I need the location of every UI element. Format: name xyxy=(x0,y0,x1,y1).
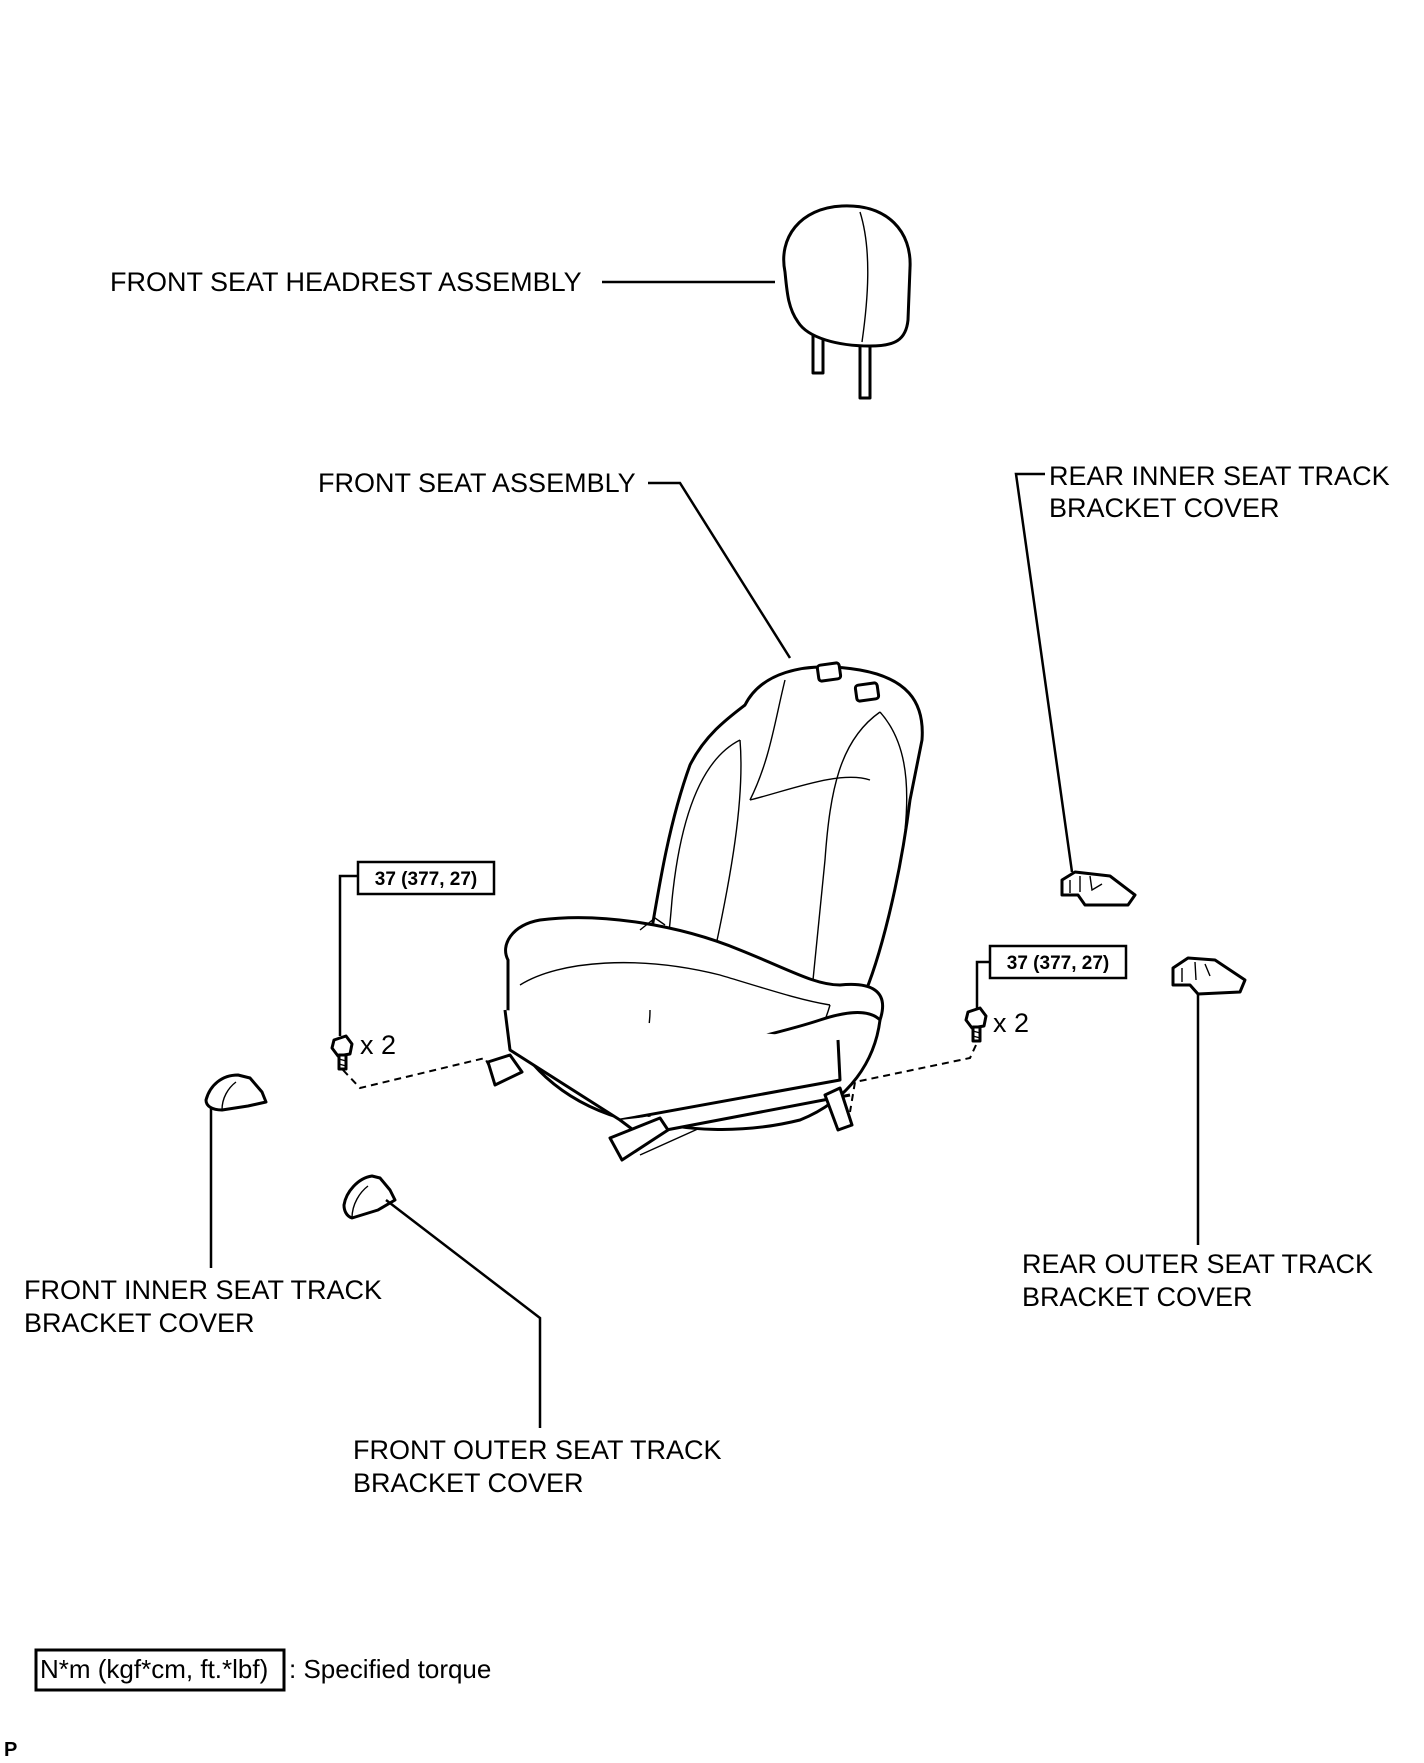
legend-unit-text: N*m (kgf*cm, ft.*lbf) xyxy=(40,1654,268,1684)
seat-label: FRONT SEAT ASSEMBLY xyxy=(318,468,636,498)
front-outer-label-line1: FRONT OUTER SEAT TRACK xyxy=(353,1435,722,1465)
seat-leader xyxy=(648,481,792,659)
headrest-label: FRONT SEAT HEADREST ASSEMBLY xyxy=(110,267,582,297)
left-bolt-path xyxy=(342,1056,491,1090)
front-outer-leader xyxy=(385,1199,542,1428)
front-inner-label-line1: FRONT INNER SEAT TRACK xyxy=(24,1275,382,1305)
left-bolt xyxy=(330,1034,354,1071)
front-inner-label-line2: BRACKET COVER xyxy=(24,1308,255,1338)
front-outer-label-line2: BRACKET COVER xyxy=(353,1468,584,1498)
rear-outer-seat-track-bracket-cover xyxy=(1171,956,1247,996)
rear-outer-label-line2: BRACKET COVER xyxy=(1022,1282,1253,1312)
figure-code: P xyxy=(4,1739,17,1761)
right-bolt xyxy=(964,1006,988,1043)
rear-inner-leader xyxy=(1014,472,1074,873)
front-seat-assembly xyxy=(486,661,924,1162)
front-seat-headrest-assembly xyxy=(782,204,912,400)
right-torque-spec: 37 (377, 27) xyxy=(1007,953,1109,974)
legend-torque-box xyxy=(34,1648,286,1692)
front-inner-seat-track-bracket-cover xyxy=(204,1073,268,1112)
left-torque-leader xyxy=(338,874,358,1036)
right-torque-leader xyxy=(975,960,990,1008)
front-outer-seat-track-bracket-cover xyxy=(342,1174,397,1220)
rear-inner-seat-track-bracket-cover xyxy=(1060,870,1137,907)
rear-inner-label-line1: REAR INNER SEAT TRACK xyxy=(1049,461,1390,491)
rear-inner-label-line2: BRACKET COVER xyxy=(1049,493,1280,523)
right-bolt-path xyxy=(849,1044,977,1113)
left-bolt-quantity: x 2 xyxy=(360,1030,396,1060)
right-bolt-quantity: x 2 xyxy=(993,1008,1029,1038)
rear-outer-label-line1: REAR OUTER SEAT TRACK xyxy=(1022,1249,1373,1279)
left-torque-spec: 37 (377, 27) xyxy=(375,869,477,890)
right-torque-box xyxy=(988,944,1128,980)
left-torque-box xyxy=(356,860,496,896)
legend-description: : Specified torque xyxy=(289,1654,491,1684)
